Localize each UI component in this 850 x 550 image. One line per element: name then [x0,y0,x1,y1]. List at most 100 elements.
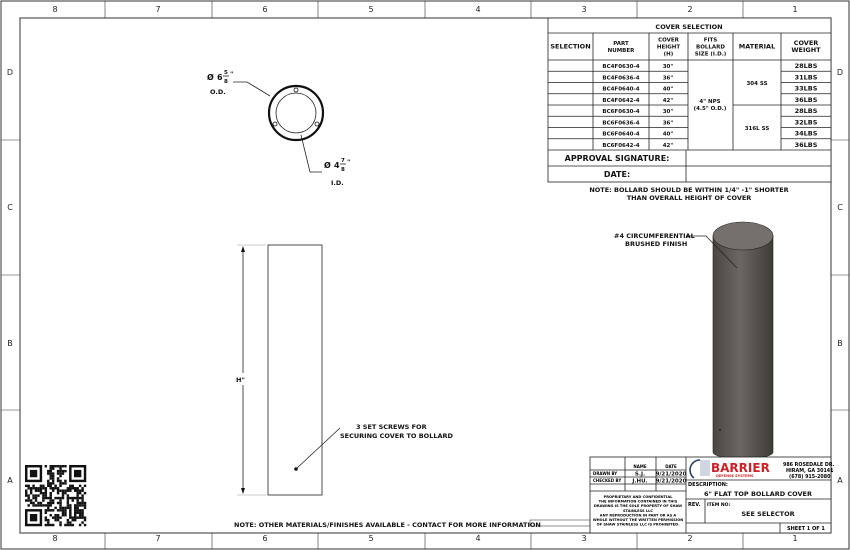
part-number: BC6F0642-4 [602,143,639,149]
zone-column-label: 5 [368,5,373,14]
cylinder-body [712,235,774,460]
materials-note: NOTE: OTHER MATERIALS/FINISHES AVAILABLE… [234,521,541,529]
od-whole: 6 [217,73,223,82]
zone-column-label: 3 [581,5,586,14]
date-field[interactable] [687,167,830,181]
cover-weight: 28LBS [795,62,818,70]
zone-row-label: D [837,68,843,77]
table-header: HEIGHT [657,45,681,51]
selection-cell[interactable] [549,84,592,93]
part-number: BC6F0636-4 [602,120,639,126]
outer-diameter-circle [267,84,325,142]
table-header: (H) [664,52,674,58]
part-number: BC4F0630-4 [602,64,639,70]
selection-cell[interactable] [549,117,592,126]
id-unit: " [347,158,350,166]
part-number: BC4F0642-4 [602,98,639,104]
cover-height: 40" [663,87,674,93]
cover-height: 30" [663,64,674,70]
od-numerator: 5 [224,70,228,76]
table-header: BOLLARD [696,45,725,51]
finish-callout-line1: #4 CIRCUMFERENTIAL [614,232,695,240]
drawn-by-label: DRAWN BY [593,471,617,476]
zone-column-label: 7 [155,5,160,14]
selection-cell[interactable] [549,95,592,104]
description-label: DESCRIPTION: [688,482,728,488]
set-screw-icon [719,429,721,431]
selection-cell[interactable] [549,140,592,149]
set-screw-callout-line2: SECURING COVER TO BOLLARD [340,432,454,440]
proprietary-line: STAINLESS LLC [623,509,653,513]
set-screw-icon [314,121,320,127]
table-header: COVER [658,37,680,43]
cover-side-outline [267,244,323,496]
cover-height: 40" [663,132,674,138]
zone-column-label: 4 [475,5,480,14]
set-screw-icon [293,87,299,93]
dimension-label-bg [233,373,251,385]
zone-column-label: 2 [687,5,692,14]
zone-row-label: B [837,339,843,348]
selection-cell[interactable] [549,129,592,138]
approval-signature-field[interactable] [687,151,830,165]
zone-column-label: 2 [687,534,692,543]
description: 6" FLAT TOP BOLLARD COVER [704,490,812,498]
zone-column-label: 3 [581,534,586,543]
cover-weight: 32LBS [795,118,818,126]
title-block: NAME DATE DRAWN BY S.J. 9/21/2020 CHECKE… [589,456,835,534]
material-316l: 316L SS [745,126,770,132]
checked-date: 9/21/2020 [656,479,687,485]
od-leader [233,81,271,97]
date-label: DATE: [604,170,630,179]
table-header: FITS [704,37,718,43]
logo-main: BARRIER [711,461,770,475]
logo-swoosh-icon [689,459,701,479]
selection-cell[interactable] [549,72,592,81]
part-number: BC4F0636-4 [602,75,639,81]
cover-height: 36" [663,75,674,81]
zone-column-label: 1 [792,534,797,543]
address-line2: HIRAM, GA 30141 [786,468,833,474]
cylinder-top [712,221,774,251]
side-view: H" 3 SET SCREWS FOR SECURING COVER TO BO… [233,244,454,496]
part-number: BC6F0640-4 [602,132,639,138]
cover-weight: 34LBS [795,130,818,138]
checked-by: J.HU. [631,479,647,485]
table-header: NUMBER [608,48,635,54]
proprietary-line: WHOLE WITHOUT THE WRITTEN PERMISSION [593,518,684,522]
approval-signature-label: APPROVAL SIGNATURE: [565,154,670,163]
table-header: COVER [794,39,819,47]
proprietary-line: ANY REPRODUCTION IN PART OR AS A [600,513,677,517]
zone-row-label: C [7,203,13,212]
address-line1: 986 ROSEDALE DR. [783,462,835,468]
id-leader [300,134,322,173]
proprietary-line: PROPRIETARY AND CONFIDENTIAL [604,495,674,499]
cover-height: 42" [663,143,674,149]
checked-by-label: CHECKED BY [593,478,621,483]
top-view: Ø 6 5 8 " O.D. Ø 4 7 8 " I.D. [207,70,350,187]
drawn-by: S.J. [635,472,645,478]
selection-cell[interactable] [549,106,592,115]
id-symbol: Ø [324,160,331,170]
zone-column-label: 6 [262,5,267,14]
fits-size-line1: 4" NPS [699,99,720,105]
logo-sub: DEFENSE SYSTEMS [716,474,754,478]
item-no-label: ITEM NO: [707,502,730,508]
cover-weight: 36LBS [795,141,818,149]
zone-column-label: 6 [262,534,267,543]
finish-callout-line2: BRUSHED FINISH [625,240,687,248]
id-label: I.D. [331,179,344,187]
material-304: 304 SS [746,81,767,87]
id-denominator: 8 [341,167,345,173]
table-header: PART [613,41,629,47]
zone-column-label: 1 [792,5,797,14]
cover-height: 30" [663,109,674,115]
part-number: BC6F0630-4 [602,109,639,115]
table-header: SIZE (I.D.) [695,52,727,58]
bollard-note-line2: THAN OVERALL HEIGHT OF COVER [627,194,752,202]
id-whole: 4 [334,161,340,170]
selection-cell[interactable] [549,61,592,70]
od-symbol: Ø [207,72,214,82]
